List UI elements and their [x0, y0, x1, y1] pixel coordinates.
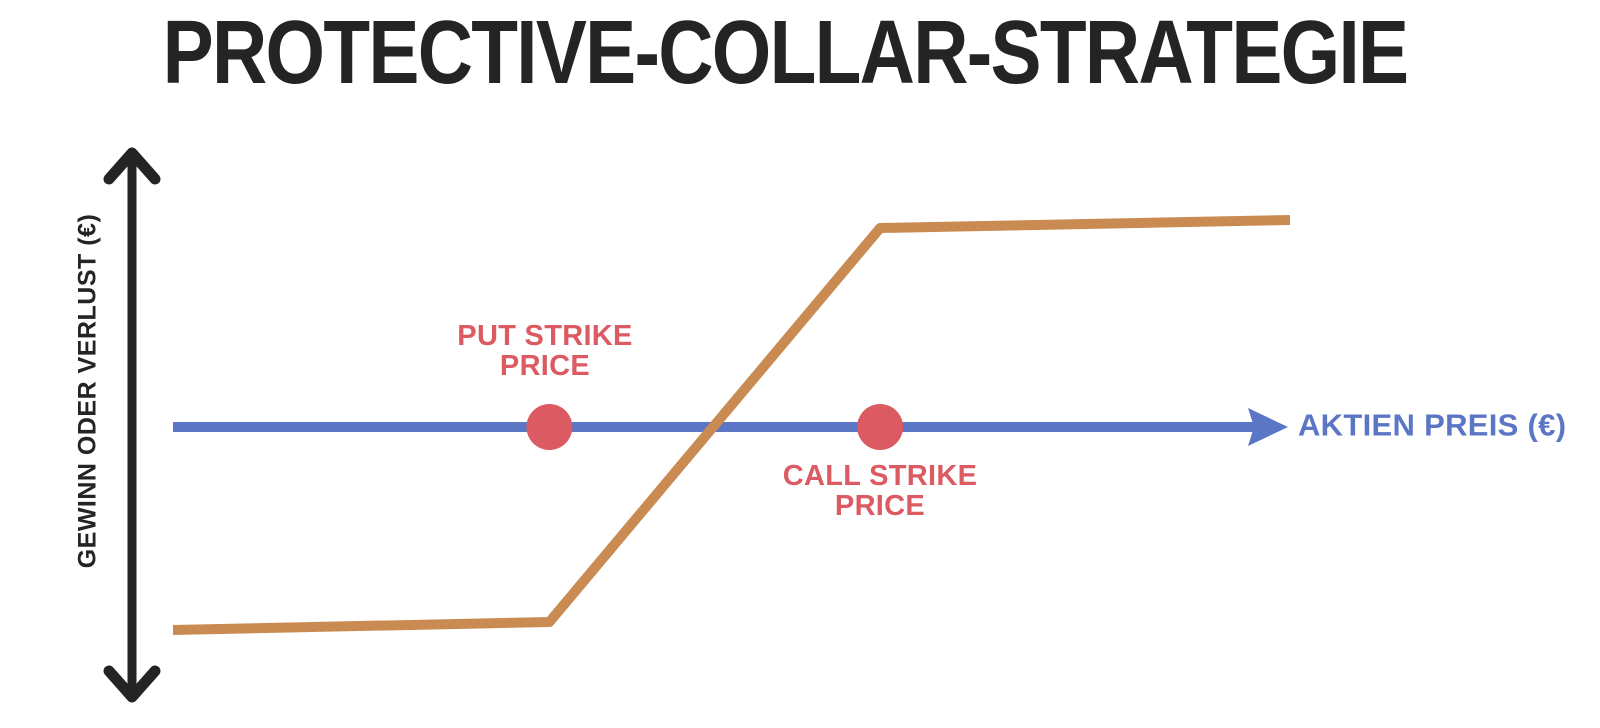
- y-axis-arrow: [103, 147, 161, 703]
- payoff-line: [172, 215, 1291, 635]
- y-axis-label: GEWINN ODER VERLUST (€): [73, 213, 102, 569]
- x-axis-label: AKTIEN PREIS (€): [1298, 407, 1567, 443]
- put-strike-label-line2: PRICE: [499, 349, 591, 382]
- put-strike-dot: [526, 404, 573, 450]
- call-strike-dot: [857, 404, 904, 450]
- call-strike-label: CALL STRIKE PRICE: [730, 460, 1030, 522]
- y-axis-down-arrowhead-icon: [103, 665, 161, 703]
- page-title: PROTECTIVE-COLLAR-STRATEGIE: [162, 3, 1409, 103]
- x-axis-right-arrowhead-icon: [1248, 408, 1288, 446]
- y-axis-up-arrowhead-icon: [103, 147, 161, 185]
- call-strike-label-line1: CALL STRIKE: [782, 460, 978, 492]
- put-strike-label-line1: PUT STRIKE: [457, 320, 633, 352]
- call-strike-label-line2: PRICE: [834, 489, 926, 522]
- put-strike-label: PUT STRIKE PRICE: [395, 320, 695, 382]
